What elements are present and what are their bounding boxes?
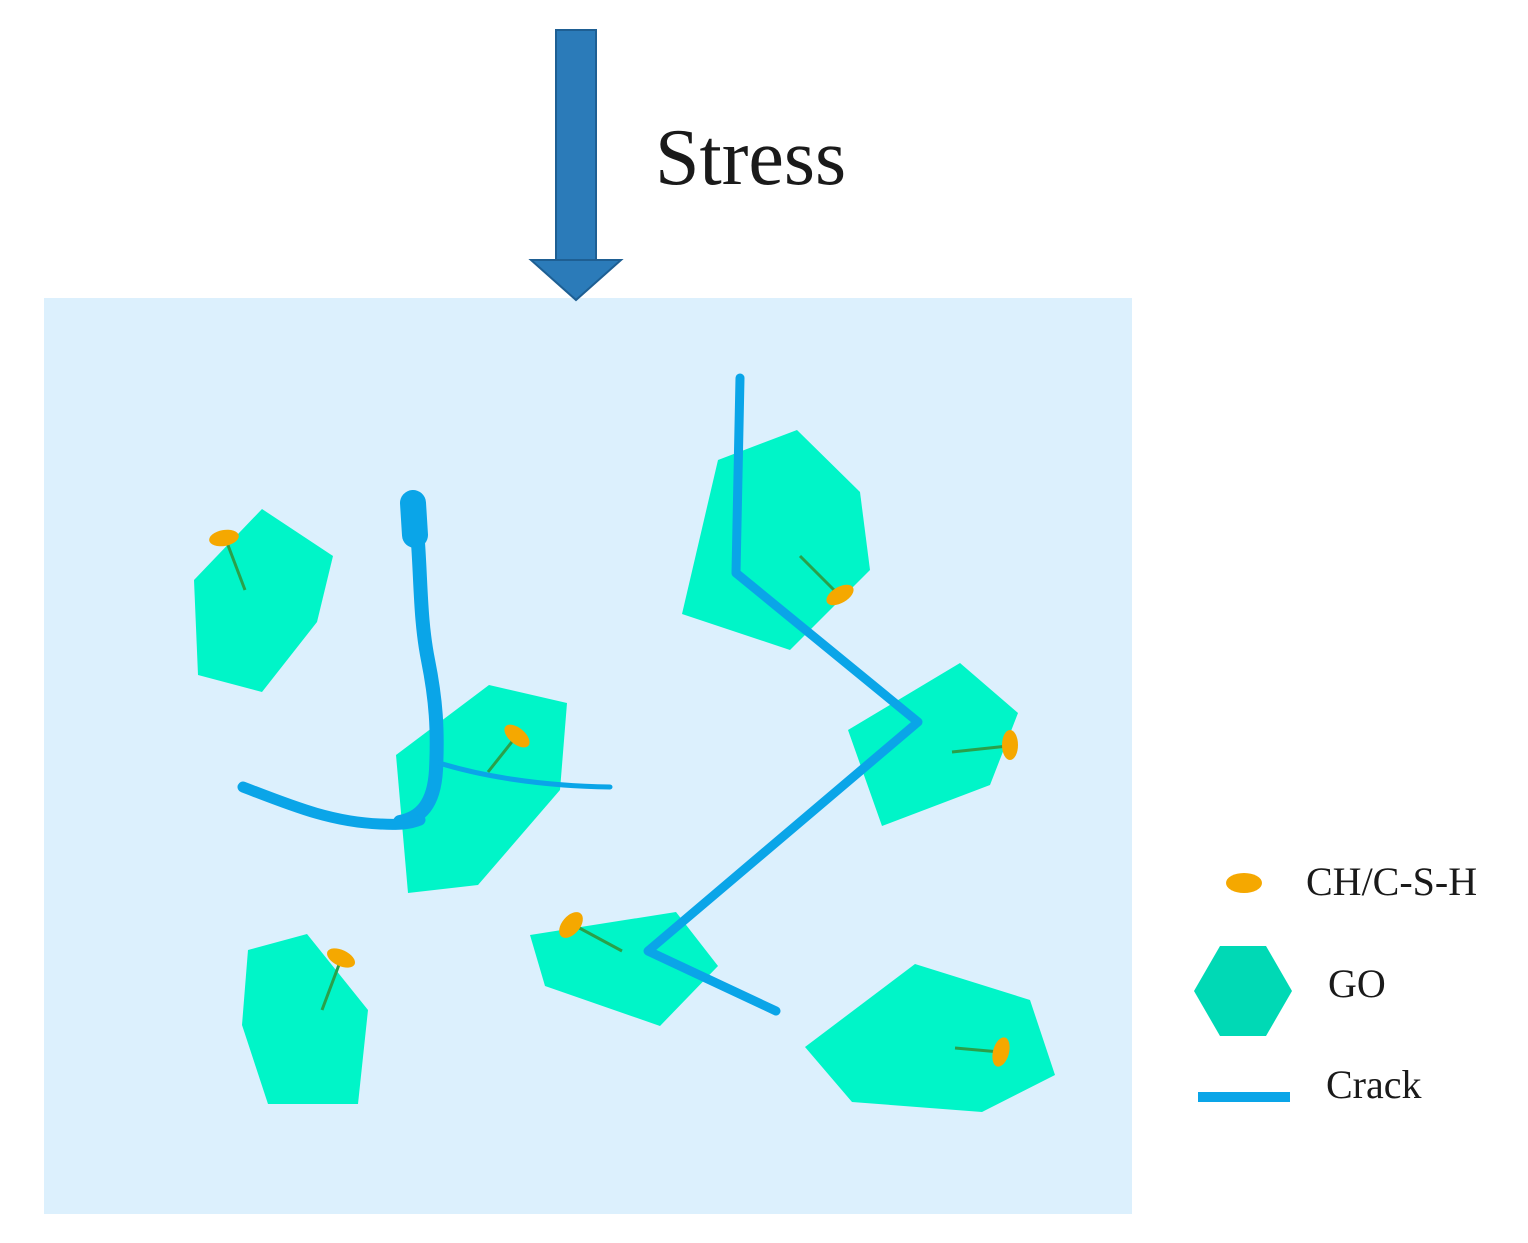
orange-ellipse-icon [1226,873,1262,893]
chcsh-particles [209,529,1018,1067]
crack-stem-head [400,490,428,548]
chcsh-particle [992,1037,1010,1067]
cracks [237,373,923,1016]
go-flake [194,509,333,692]
legend [1194,873,1292,1102]
legend-label-go: GO [1328,961,1386,1006]
stress-arrow-icon [528,29,624,302]
go-flake [530,912,718,1026]
go-flake [848,663,1018,826]
chcsh-particle [209,529,239,547]
go-flake [242,934,368,1104]
chcsh-particle [326,948,356,968]
chcsh-particle [826,584,854,606]
crack-curved-arc [237,781,426,830]
tethers [224,539,1009,1054]
go-flake [682,430,870,650]
chcsh-particle [1002,730,1018,760]
go-flake [805,964,1055,1112]
hexagon-icon [1194,946,1292,1036]
chcsh-particle [504,724,530,748]
chcsh-particle [559,912,583,938]
stress-label: Stress [655,114,847,202]
crack-zigzag [643,373,923,1016]
crack-branch [433,759,613,790]
legend-label-chcsh: CH/C-S-H [1306,859,1478,904]
legend-label-crack: Crack [1326,1062,1422,1107]
crack-curved-stem [393,497,444,829]
